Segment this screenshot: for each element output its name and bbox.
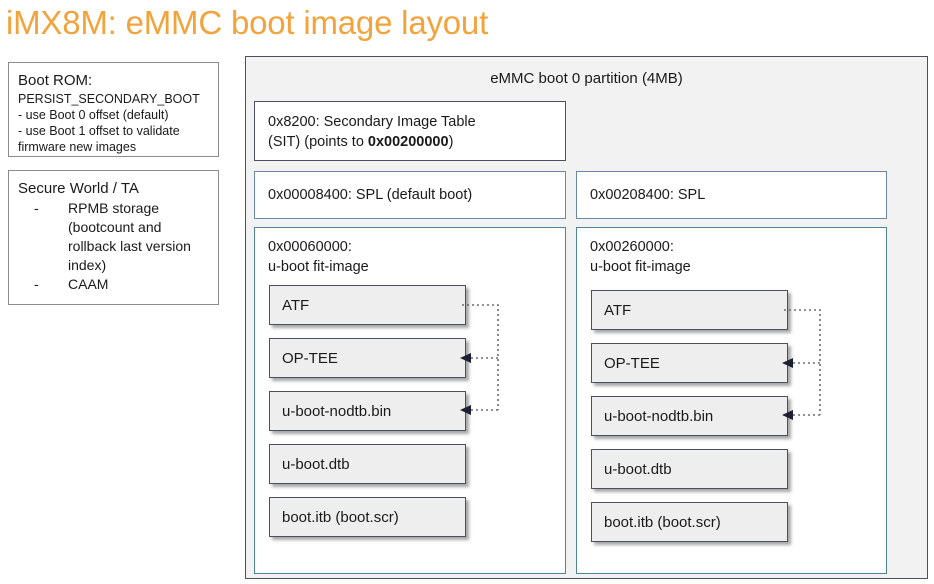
spl-box-boot0: 0x00008400: SPL (default boot) [254, 171, 566, 219]
bullet-dash-icon: - [34, 276, 39, 292]
fit-label-boot1: 0x00260000: u-boot fit-image [590, 239, 691, 275]
atf-dependency-connector-boot0 [460, 304, 499, 415]
component-boot-itb: boot.itb (boot.scr) [591, 502, 788, 542]
boot-rom-line-3: firmware new images [18, 140, 137, 154]
secondary-image-table-box: 0x8200: Secondary Image Table (SIT) (poi… [254, 101, 566, 161]
component-uboot-nodtb: u-boot-nodtb.bin [269, 391, 466, 431]
sit-target-address: 0x00200000 [367, 134, 449, 150]
sit-points-to-prefix: (SIT) (points to [268, 134, 368, 150]
emmc-boot-partition-panel: eMMC boot 0 partition (4MB) 0x8200: Seco… [245, 56, 928, 579]
component-atf: ATF [269, 285, 466, 325]
boot-rom-line-0: PERSIST_SECONDARY_BOOT [18, 92, 200, 106]
sit-points-to-suffix: ) [448, 134, 454, 150]
boot-rom-line-1: - use Boot 0 offset (default) [18, 108, 169, 122]
component-atf: ATF [591, 290, 788, 330]
page-title: iMX8M: eMMC boot image layout [6, 4, 489, 41]
secure-world-bullet-1-text: CAAM [68, 276, 109, 292]
secure-world-bullet-0: - RPMB storage (bootcount and rollback l… [18, 199, 210, 275]
fit-label-boot0: 0x00060000: u-boot fit-image [268, 239, 369, 275]
component-boot-itb: boot.itb (boot.scr) [269, 497, 466, 537]
component-optee: OP-TEE [269, 338, 466, 378]
bullet-dash-icon: - [34, 200, 39, 216]
spl-box-boot1: 0x00208400: SPL [576, 171, 887, 219]
spl-label-boot0: 0x00008400: SPL (default boot) [268, 187, 473, 203]
component-list-boot0: ATF OP-TEE u-boot-nodtb.bin u-boot.dtb b… [269, 285, 466, 550]
sit-line-1: 0x8200: Secondary Image Table [268, 114, 476, 130]
boot-rom-heading: Boot ROM: [18, 72, 93, 89]
component-optee: OP-TEE [591, 343, 788, 383]
component-list-boot1: ATF OP-TEE u-boot-nodtb.bin u-boot.dtb b… [591, 290, 788, 555]
uboot-fit-image-box-boot1: 0x00260000: u-boot fit-image ATF OP-TEE … [576, 227, 887, 574]
boot-rom-line-2: - use Boot 1 offset to validate [18, 124, 180, 138]
atf-dependency-connector-boot1 [782, 309, 821, 420]
secure-world-bullet-0-text: RPMB storage (bootcount and rollback las… [68, 200, 191, 273]
component-uboot-dtb: u-boot.dtb [269, 444, 466, 484]
secure-world-heading: Secure World / TA [18, 180, 139, 197]
uboot-fit-image-box-boot0: 0x00060000: u-boot fit-image ATF OP-TEE … [254, 227, 566, 574]
emmc-panel-title: eMMC boot 0 partition (4MB) [490, 70, 683, 87]
component-uboot-nodtb: u-boot-nodtb.bin [591, 396, 788, 436]
secure-world-bullet-1: - CAAM [18, 275, 210, 294]
secure-world-note: Secure World / TA - RPMB storage (bootco… [8, 170, 219, 305]
spl-label-boot1: 0x00208400: SPL [590, 187, 706, 203]
sit-line-2: (SIT) (points to 0x00200000) [268, 132, 565, 152]
boot-rom-note: Boot ROM: PERSIST_SECONDARY_BOOT - use B… [8, 62, 219, 157]
component-uboot-dtb: u-boot.dtb [591, 449, 788, 489]
